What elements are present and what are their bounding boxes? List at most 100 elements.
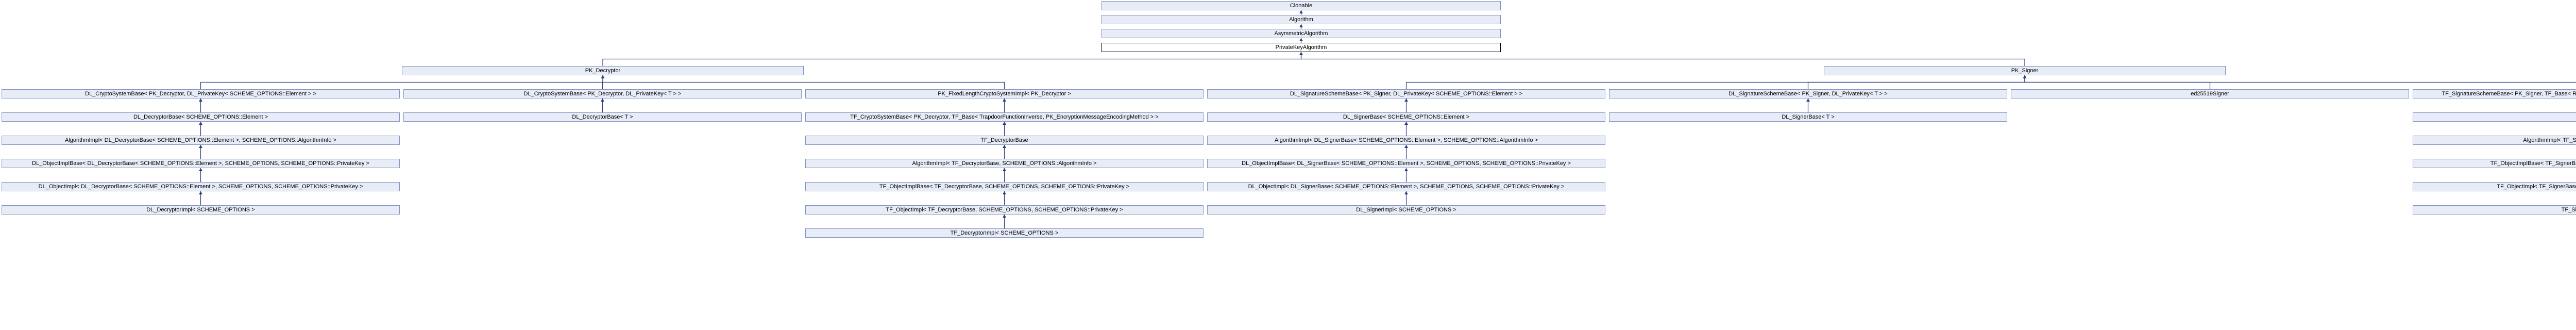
class-node[interactable]: DL_SignatureSchemeBase< PK_Signer, DL_Pr… (1609, 89, 2007, 98)
inheritance-arrowhead (1404, 168, 1408, 171)
inheritance-arrowhead (199, 168, 202, 171)
inheritance-arrowhead (1404, 98, 1408, 102)
class-node[interactable]: ed25519Signer (2011, 89, 2409, 98)
class-node-label: DL_DecryptorBase< T > (572, 113, 633, 120)
class-node-label: AsymmetricAlgorithm (1274, 30, 1328, 37)
class-node[interactable]: AlgorithmImpl< TF_SignerBase, SCHEME_OPT… (2413, 136, 2576, 145)
class-node[interactable]: DL_DecryptorBase< T > (403, 112, 802, 122)
class-node[interactable]: DL_DecryptorImpl< SCHEME_OPTIONS > (2, 205, 400, 214)
inheritance-arrowhead (1299, 52, 1303, 55)
class-node[interactable]: PK_FixedLengthCryptoSystemImpl< PK_Decry… (805, 89, 1204, 98)
class-node[interactable]: Clonable (1101, 1, 1501, 10)
class-node-label: DL_CryptoSystemBase< PK_Decryptor, DL_Pr… (523, 90, 682, 97)
class-node-label: TF_ObjectImpl< TF_SignerBase, SCHEME_OPT… (2497, 183, 2576, 190)
class-node[interactable]: PK_Decryptor (402, 66, 804, 75)
inheritance-arrowhead (1003, 98, 1006, 102)
inheritance-edge (1404, 98, 1408, 112)
inheritance-edge (1003, 122, 1006, 136)
inheritance-arrowhead (1003, 122, 1006, 125)
class-node[interactable]: DL_ObjectImpl< DL_DecryptorBase< SCHEME_… (2, 182, 400, 191)
class-node[interactable]: DL_ObjectImpl< DL_SignerBase< SCHEME_OPT… (1207, 182, 1605, 191)
inheritance-arrowhead (199, 98, 202, 102)
class-node-label: AlgorithmImpl< DL_SignerBase< SCHEME_OPT… (1274, 137, 1538, 143)
class-node[interactable]: TF_ObjectImplBase< TF_SignerBase, SCHEME… (2413, 159, 2576, 168)
class-node[interactable]: DL_SignatureSchemeBase< PK_Signer, DL_Pr… (1207, 89, 1605, 98)
class-node[interactable]: DL_CryptoSystemBase< PK_Decryptor, DL_Pr… (2, 89, 400, 98)
inheritance-edge (2023, 75, 2576, 83)
class-node-label: AlgorithmImpl< DL_DecryptorBase< SCHEME_… (65, 137, 336, 143)
class-node[interactable]: TF_SignatureSchemeBase< PK_Signer, TF_Ba… (2413, 89, 2576, 98)
inheritance-arrowhead (1003, 168, 1006, 171)
inheritance-edge (1003, 168, 1006, 182)
class-node[interactable]: TF_SignerImpl< SCHEME_OPTIONS > (2413, 205, 2576, 214)
inheritance-edge (1299, 10, 1303, 15)
inheritance-arrowhead (2023, 75, 2027, 78)
inheritance-arrowhead (1299, 10, 1303, 13)
class-node-label: PK_Signer (2011, 67, 2039, 74)
class-node[interactable]: AsymmetricAlgorithm (1101, 29, 1501, 38)
class-node[interactable]: DL_SignerBase< T > (1609, 112, 2007, 122)
class-node[interactable]: DL_DecryptorBase< SCHEME_OPTIONS::Elemen… (2, 112, 400, 122)
class-node[interactable]: DL_SignerImpl< SCHEME_OPTIONS > (1207, 205, 1605, 214)
class-node[interactable]: Algorithm (1101, 15, 1501, 24)
inheritance-edge (1404, 191, 1408, 205)
class-node-label: PrivateKeyAlgorithm (1275, 44, 1327, 51)
class-node[interactable]: TF_DecryptorImpl< SCHEME_OPTIONS > (805, 228, 1204, 238)
class-node[interactable]: AlgorithmImpl< DL_DecryptorBase< SCHEME_… (2, 136, 400, 145)
class-node[interactable]: AlgorithmImpl< DL_SignerBase< SCHEME_OPT… (1207, 136, 1605, 145)
class-node-label: TF_ObjectImplBase< TF_SignerBase, SCHEME… (2490, 160, 2576, 167)
class-node-label: Algorithm (1289, 16, 1313, 23)
inheritance-edge (2023, 75, 2211, 89)
inheritance-arrowhead (1299, 24, 1303, 27)
inheritance-edge (1404, 122, 1408, 136)
class-node-label: DL_ObjectImplBase< DL_DecryptorBase< SCH… (32, 160, 369, 167)
inheritance-edge (199, 98, 202, 112)
class-node-label: DL_DecryptorBase< SCHEME_OPTIONS::Elemen… (133, 113, 268, 120)
class-node[interactable]: TF_CryptoSystemBase< PK_Decryptor, TF_Ba… (805, 112, 1204, 122)
inheritance-arrowhead (1003, 191, 1006, 194)
inheritance-arrowhead (601, 98, 604, 102)
inheritance-arrowhead (199, 145, 202, 148)
inheritance-edge (199, 122, 202, 136)
class-node-label: TF_SignerImpl< SCHEME_OPTIONS > (2561, 206, 2576, 213)
class-node[interactable]: DL_ObjectImplBase< DL_DecryptorBase< SCH… (2, 159, 400, 168)
class-node-label: TF_ObjectImplBase< TF_DecryptorBase, SCH… (879, 183, 1130, 190)
inheritance-edge (199, 191, 202, 205)
class-node[interactable]: DL_SignerBase< SCHEME_OPTIONS::Element > (1207, 112, 1605, 122)
inheritance-edge (601, 98, 604, 112)
class-node-label: TF_DecryptorImpl< SCHEME_OPTIONS > (950, 229, 1059, 236)
inheritance-edge (1003, 98, 1006, 112)
class-node[interactable]: TF_ObjectImpl< TF_SignerBase, SCHEME_OPT… (2413, 182, 2576, 191)
inheritance-arrowhead (1806, 98, 1810, 102)
class-node-label: TF_ObjectImpl< TF_DecryptorBase, SCHEME_… (886, 206, 1123, 213)
class-node[interactable]: PK_Signer (1824, 66, 2226, 75)
class-node[interactable]: PrivateKeyAlgorithm (1101, 43, 1501, 52)
class-node-label: PK_Decryptor (585, 67, 621, 74)
inheritance-arrowhead (2023, 75, 2027, 78)
class-node[interactable]: DL_ObjectImplBase< DL_SignerBase< SCHEME… (1207, 159, 1605, 168)
inheritance-edge (1806, 98, 1810, 112)
class-node[interactable]: DL_CryptoSystemBase< PK_Decryptor, DL_Pr… (403, 89, 802, 98)
inheritance-edge (1405, 75, 2027, 89)
class-node[interactable]: TF_ObjectImplBase< TF_DecryptorBase, SCH… (805, 182, 1204, 191)
inheritance-arrowhead (1299, 38, 1303, 41)
inheritance-edge (199, 145, 202, 159)
inheritance-arrowhead (1404, 122, 1408, 125)
inheritance-arrowhead (601, 75, 605, 78)
inheritance-arrowhead (1003, 214, 1006, 218)
class-node[interactable]: TF_DecryptorBase (805, 136, 1204, 145)
inheritance-edge (601, 75, 1005, 89)
class-node-label: DL_ObjectImpl< DL_SignerBase< SCHEME_OPT… (1248, 183, 1565, 190)
class-node-label: DL_CryptoSystemBase< PK_Decryptor, DL_Pr… (85, 90, 316, 97)
class-node-label: Clonable (1290, 2, 1313, 9)
inheritance-edge (1003, 214, 1006, 228)
class-node[interactable]: TF_SignerBase (2413, 112, 2576, 122)
inheritance-arrowhead (1003, 145, 1006, 148)
class-node[interactable]: AlgorithmImpl< TF_DecryptorBase, SCHEME_… (805, 159, 1204, 168)
class-node[interactable]: TF_ObjectImpl< TF_DecryptorBase, SCHEME_… (805, 205, 1204, 214)
inheritance-edge (602, 52, 1303, 66)
class-node-label: DL_SignerBase< T > (1782, 113, 1835, 120)
inheritance-edge (1404, 145, 1408, 159)
inheritance-edge (200, 75, 605, 89)
